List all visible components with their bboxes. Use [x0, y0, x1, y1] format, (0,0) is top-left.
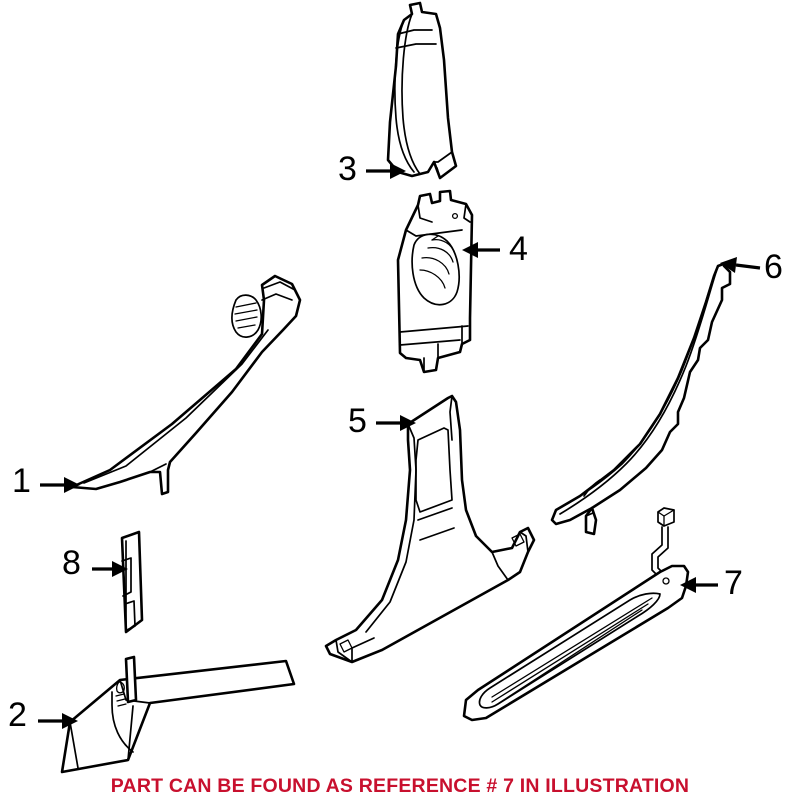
callout-leader-2	[38, 713, 78, 729]
callout-leader-8	[92, 561, 128, 577]
part-8-pillar-trim-filler-strip	[120, 530, 144, 634]
callout-label-4: 4	[509, 230, 528, 268]
part-4-b-pillar-trim-upper	[396, 189, 474, 374]
callout-leader-4	[462, 242, 500, 258]
callout-label-3: 3	[338, 150, 357, 188]
callout-label-7: 7	[724, 564, 743, 602]
callout-leader-3	[366, 163, 406, 179]
callout-label-6: 6	[764, 248, 783, 286]
callout-leader-5	[376, 415, 416, 431]
part-5-b-pillar-trim-lower	[324, 394, 536, 664]
callout-label-2: 2	[8, 696, 27, 734]
reference-note: PART CAN BE FOUND AS REFERENCE # 7 IN IL…	[110, 775, 690, 797]
part-6-c-pillar-rear-quarter-trim	[550, 261, 732, 536]
callout-label-5: 5	[348, 402, 367, 440]
part-1-a-pillar-trim-upper	[70, 274, 302, 496]
callout-leader-1	[40, 477, 80, 493]
callout-leader-6	[720, 257, 761, 273]
callout-label-8: 8	[62, 544, 81, 582]
part-3-a-pillar-trim-lower	[386, 1, 458, 180]
callout-label-1: 1	[12, 462, 31, 500]
part-2-front-door-sill-kick-panel	[60, 655, 296, 774]
callout-leader-7	[680, 577, 718, 593]
part-7-illuminated-door-sill-plate	[462, 507, 690, 722]
